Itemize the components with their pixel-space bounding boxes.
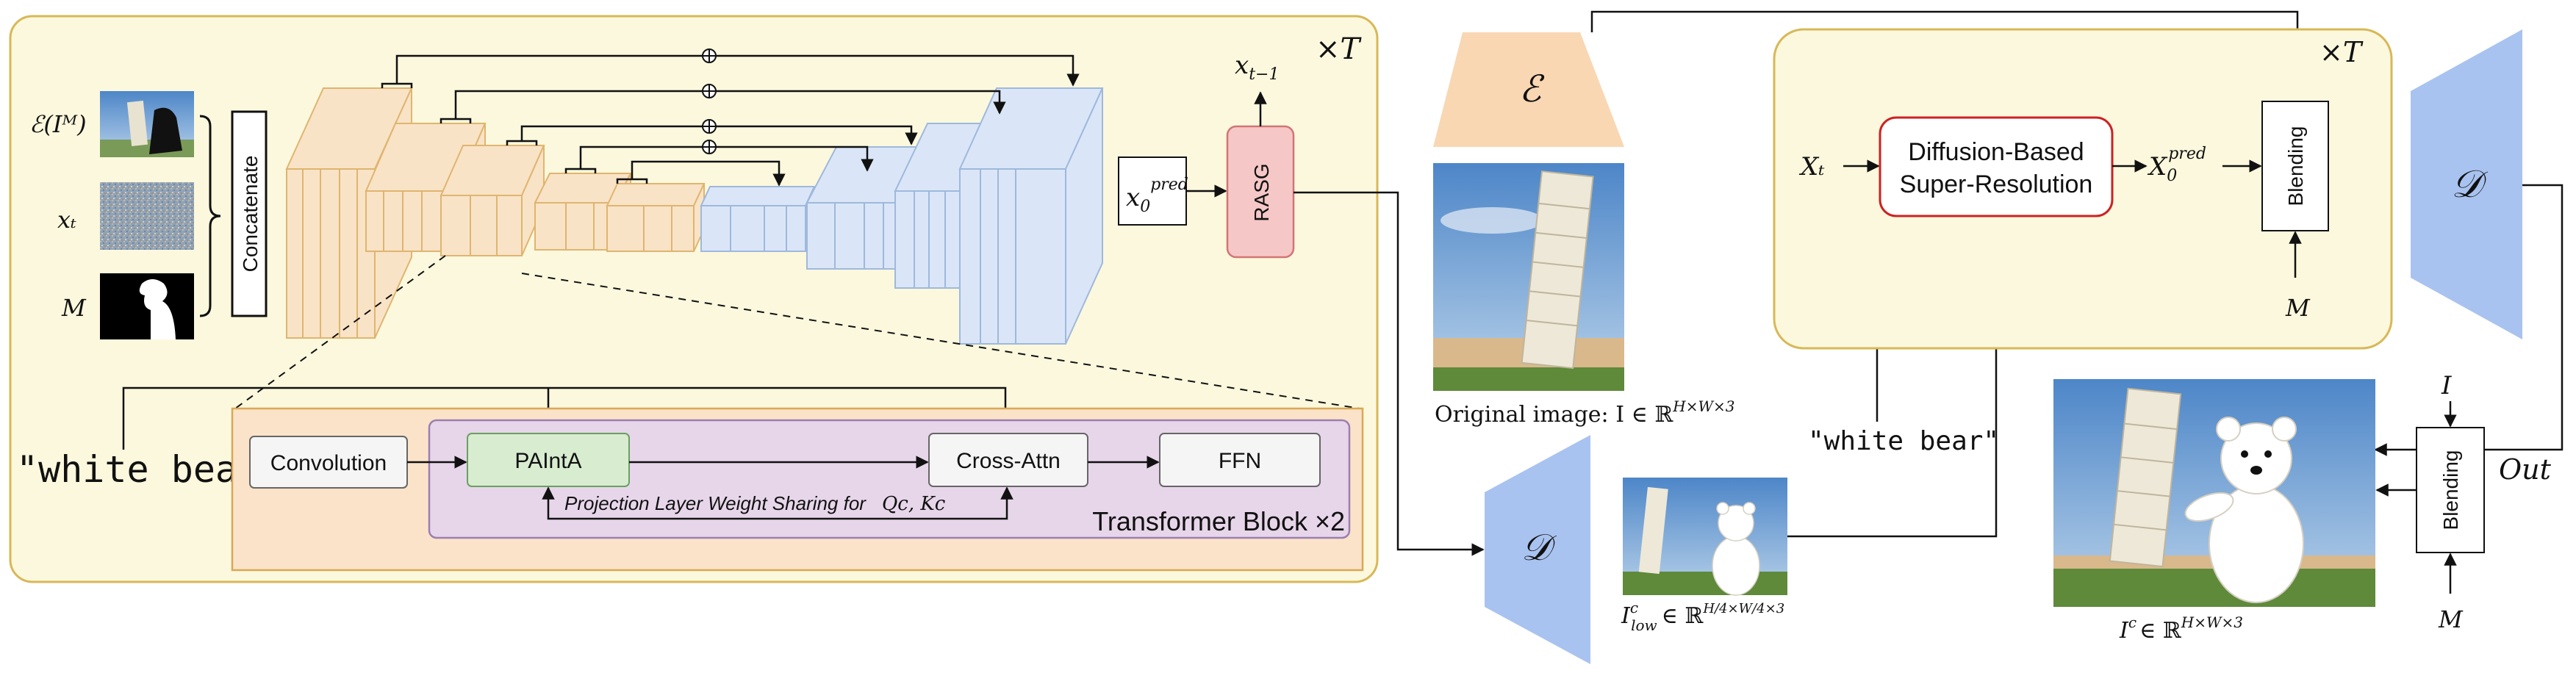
encoder-stage-3 bbox=[440, 145, 545, 256]
x0-pred-label: x0pred bbox=[1126, 176, 1188, 216]
mask-thumbnail bbox=[100, 273, 194, 339]
sr-x0-label: X0pred bbox=[2147, 145, 2206, 185]
original-image bbox=[1433, 163, 1624, 391]
weight-sharing-arrow bbox=[542, 486, 1013, 520]
unet-encoder bbox=[285, 87, 706, 339]
masked-image-thumbnail bbox=[100, 91, 194, 157]
out-label: Out bbox=[2499, 453, 2552, 486]
sr-xt-label: Xₜ bbox=[1798, 152, 1825, 181]
cross-attn-label: Cross-Attn bbox=[956, 449, 1061, 473]
transformer-block-box bbox=[428, 419, 1351, 539]
cross-attn-box bbox=[928, 433, 1088, 487]
ffn-box bbox=[1159, 433, 1321, 487]
noisy-input-label: xₜ bbox=[57, 206, 76, 234]
sr-label-line2: Super-Resolution bbox=[1900, 170, 2093, 198]
sr-blending-box bbox=[2261, 101, 2329, 231]
final-mask-label: M bbox=[2438, 605, 2464, 633]
zoom-line-right bbox=[521, 273, 1360, 409]
rasg-label: RASG bbox=[1250, 163, 1273, 221]
transformer-block-label: Transformer Block ×2 bbox=[1092, 506, 1345, 536]
latent-input-label: ℰ(Iᴹ) bbox=[29, 110, 87, 138]
ffn-label: FFN bbox=[1219, 449, 1261, 473]
xt-minus-1-label: xt−1 bbox=[1235, 51, 1279, 84]
sr-mask-label: M bbox=[2285, 294, 2311, 322]
rasg-to-decoder-arrow bbox=[1294, 191, 1485, 556]
sr-blending-label: Blending bbox=[2284, 126, 2307, 206]
super-resolution-pipeline: ℰ Original image: I ∈ ℝH×W×3 𝒟 bbox=[1433, 10, 2564, 664]
input-brace bbox=[199, 115, 221, 317]
concatenate-label: Concatenate bbox=[239, 156, 262, 273]
encoder-symbol: ℰ bbox=[1519, 68, 1545, 110]
skip-sum-nodes bbox=[702, 48, 717, 154]
decoder-low-trapezoid bbox=[1485, 435, 1590, 664]
paint-box bbox=[467, 433, 630, 487]
encoder-stage-5 bbox=[606, 183, 706, 252]
unet-decoder bbox=[700, 87, 1104, 345]
decoder-stage-4 bbox=[958, 87, 1104, 345]
paint-label: PAIntA bbox=[514, 449, 581, 473]
sr-box bbox=[1879, 116, 2114, 217]
original-image-caption: Original image: I ∈ ℝH×W×3 bbox=[1435, 397, 1735, 428]
decoder-stage-1 bbox=[700, 186, 816, 252]
convolution-label: Convolution bbox=[270, 451, 387, 475]
decoder-trapezoid bbox=[2411, 29, 2522, 339]
sr-label-line1: Diffusion-Based bbox=[1908, 138, 2084, 166]
prompt-text-right: "white bear" bbox=[1808, 426, 1999, 456]
final-blending-label: Blending bbox=[2439, 450, 2462, 530]
low-res-result-image bbox=[1623, 478, 1787, 596]
encoder-trapezoid bbox=[1433, 32, 1624, 147]
mask-input-label: M bbox=[61, 294, 87, 322]
x0-pred-box bbox=[1118, 156, 1187, 226]
repeat-t-label: ×T bbox=[1316, 32, 1363, 66]
concatenate-box bbox=[231, 110, 268, 317]
zoom-line-left bbox=[234, 255, 446, 409]
final-result-caption: Ic∈ ℝH×W×3 bbox=[2119, 613, 2243, 644]
final-result-image bbox=[2053, 379, 2375, 607]
unet-panel: ×T ℰ(Iᴹ) xₜ M Concatenate bbox=[9, 15, 1485, 583]
i-input-label: I bbox=[2441, 371, 2452, 400]
noisy-latent-thumbnail bbox=[100, 182, 194, 250]
sr-repeat-label: ×T bbox=[2320, 36, 2364, 68]
